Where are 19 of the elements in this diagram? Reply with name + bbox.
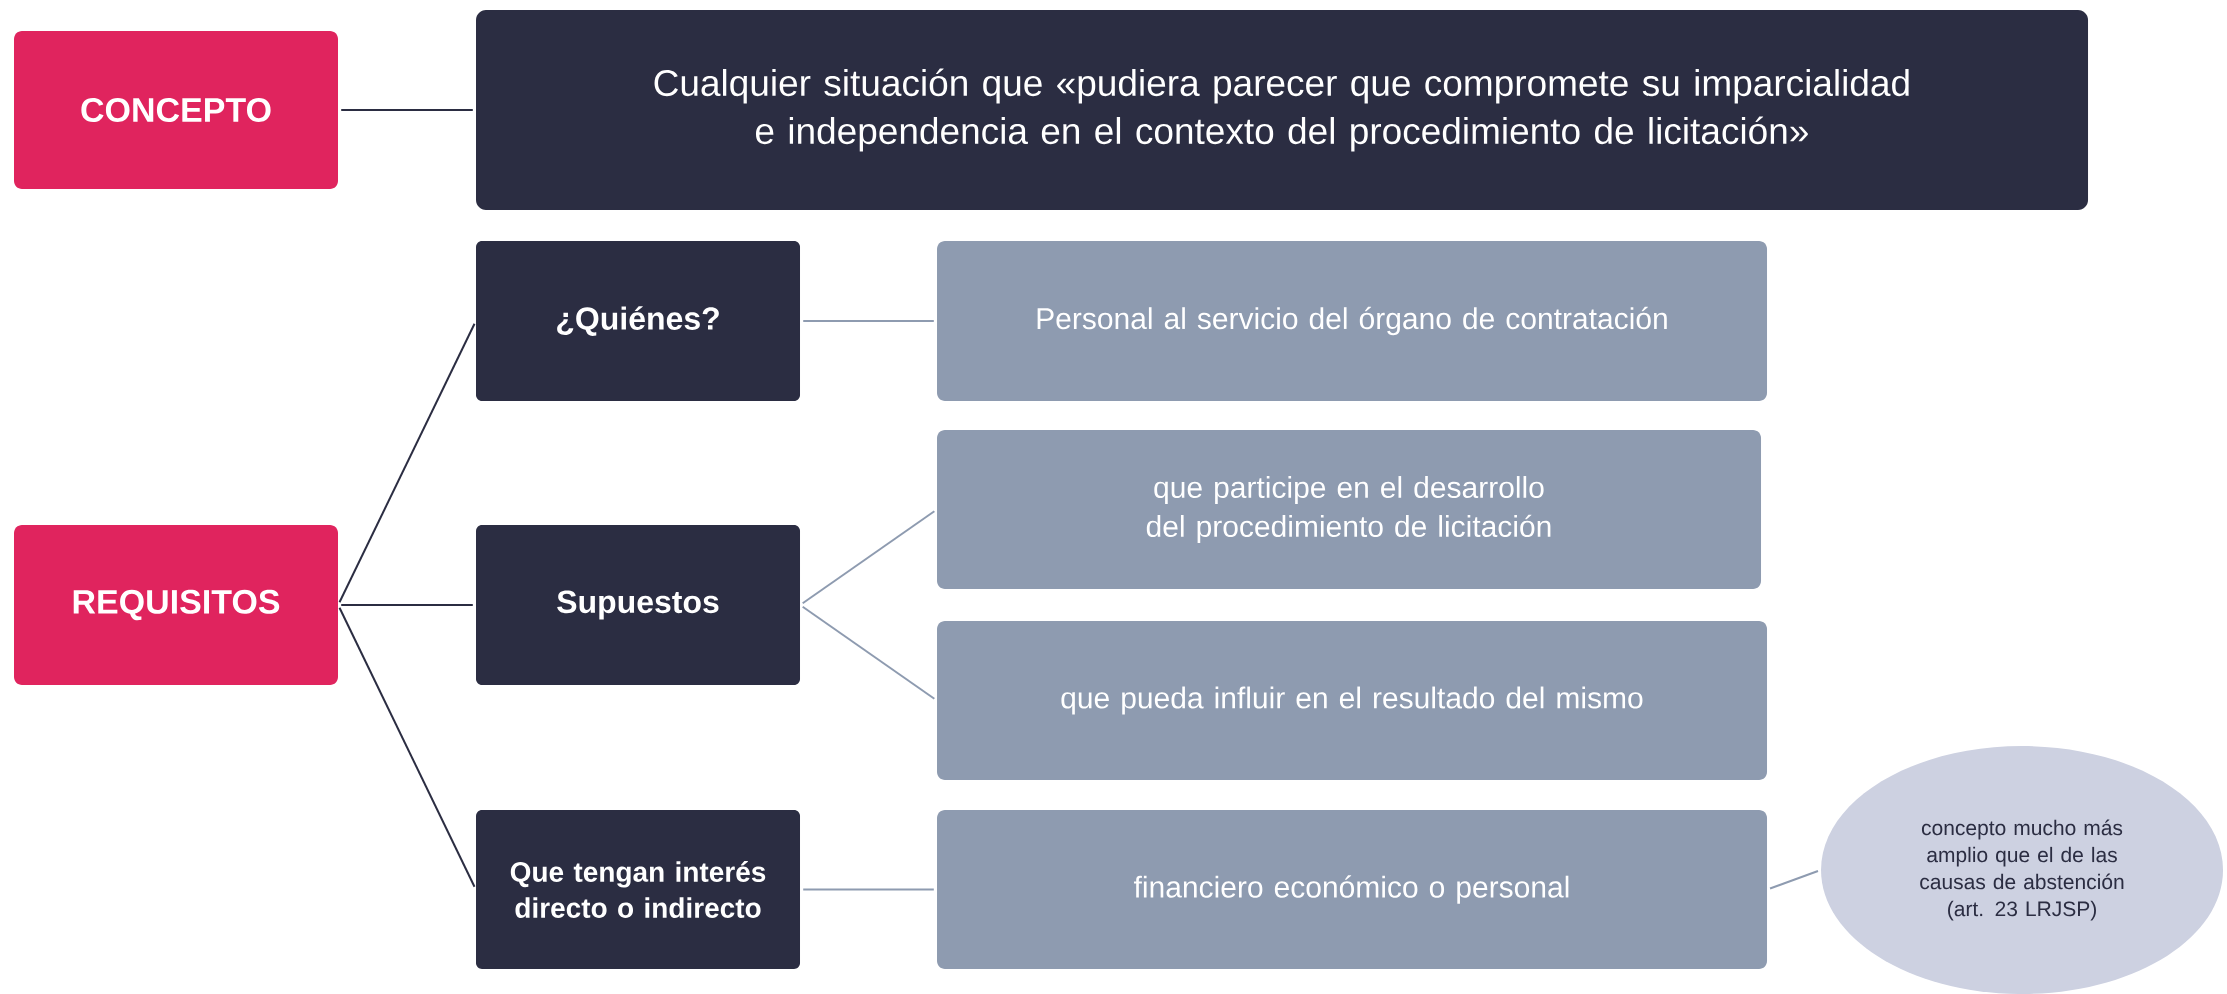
connector-line [801,605,936,700]
category-box: ¿Quiénes? [476,241,800,401]
connector-line [802,888,935,891]
detail-box: que pueda influir en el resultado del mismo [937,621,1767,780]
connector-line [801,510,936,605]
connector-line [340,109,474,111]
connector-line [338,322,476,604]
process-box: REQUISITOS [14,525,338,685]
definition-box: Cualquier situación que «pudiera parecer que compromete su imparcialidad e independencia en el contexto del procedimiento de licitación» [476,10,2088,210]
category-box: Que tengan interés directo o indirecto [476,810,800,969]
connector-line [340,604,474,606]
connector-line [802,320,935,322]
detail-box: que participe en el desarrollo del procedimiento de licitación [937,430,1761,589]
category-box: Supuestos [476,525,800,685]
connector-line [1769,870,1819,890]
detail-box: Personal al servicio del órgano de contratación [937,241,1767,401]
detail-box: financiero económico o personal [937,810,1767,969]
process-box: CONCEPTO [14,31,338,189]
connector-line [338,606,476,888]
